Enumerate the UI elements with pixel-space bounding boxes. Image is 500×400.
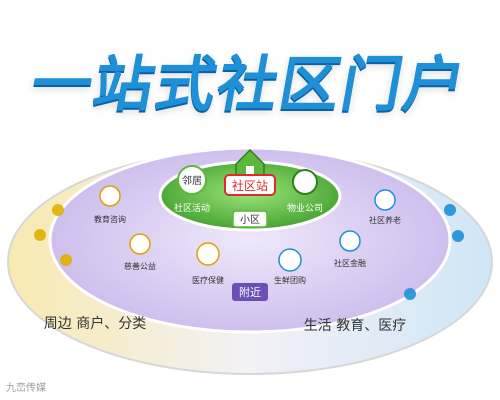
nearby-badge [232,283,268,301]
truck-icon [444,204,456,216]
elderly-care-item: 社区养老 [369,189,401,225]
small-district-label: 小区 [240,214,260,226]
medical-item: 医疗保健 [192,242,224,285]
community-station-badge [224,174,276,196]
outer-left-label: 周边 商户、分类 [44,315,146,332]
watermark: 九峦传媒 [6,383,46,394]
charity-label: 慈善公益 [124,261,156,271]
nearby-label: 附近 [239,285,261,299]
education-label: 教育咨询 [94,214,126,224]
outer-left-icons [34,204,72,266]
community-activity-label: 社区活动 [174,202,210,214]
medical-icon [196,242,220,266]
neighbors-bubble [177,165,207,195]
charity-item: 慈善公益 [124,233,156,271]
charity-icon [129,233,151,255]
small-district-badge [232,210,268,228]
property-icon [292,169,318,195]
store-icon [60,254,72,266]
grocery-label: 生鲜团购 [274,275,306,285]
finance-item: 社区金融 [334,230,366,268]
bike-icon [52,204,64,216]
property-company-label: 物业公司 [287,202,323,214]
finance-label: 社区金融 [334,258,366,268]
middle-ring [48,146,452,334]
elderly-care-label: 社区养老 [369,215,401,225]
grocery-item: 生鲜团购 [274,248,306,285]
community-station-label: 社区站 [232,178,268,193]
grocery-basket-icon [278,248,302,272]
umbrella-icon [452,230,464,242]
finance-icon [339,230,361,252]
medical-label: 医疗保健 [192,275,224,285]
car-icon [404,288,416,300]
outer-right-icons [404,204,464,300]
shop-icon [34,229,46,241]
education-icon [99,185,121,207]
elderly-care-icon [374,189,396,211]
education-item: 教育咨询 [94,185,126,224]
neighbors-label: 邻居 [182,174,202,187]
outer-right-label: 生活 教育、医疗 [304,318,406,334]
